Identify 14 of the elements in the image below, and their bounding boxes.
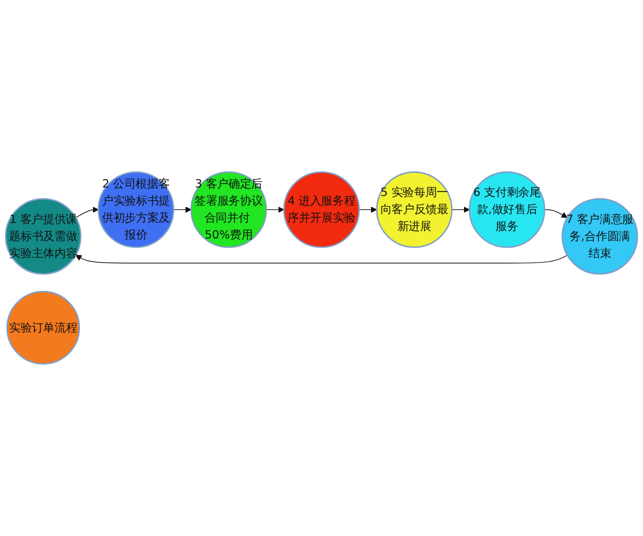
node-circle: 6 支付剩余尾款,做好售后服务 <box>468 171 546 248</box>
node-circle: 1 客户提供课题标书及需做实验主体内容 <box>4 198 82 275</box>
arrow <box>173 206 192 213</box>
node-circle: 3 客户确定后签署服务协议合同并付 50%费用 <box>190 171 267 248</box>
arrow <box>451 206 470 213</box>
arrow <box>75 206 99 218</box>
node-circle: 7 客户满意服务,合作圆满结束 <box>562 198 638 275</box>
node-circle: 4 进入服务程序并开展实验 <box>283 171 360 248</box>
arrow <box>75 254 568 264</box>
node-circle: 5 实验每周一向客户反馈最新进展 <box>376 171 452 248</box>
arrow <box>544 209 568 218</box>
arrow <box>358 206 378 213</box>
node-circle: 实验订单流程 <box>6 290 80 365</box>
arrow <box>266 206 284 213</box>
